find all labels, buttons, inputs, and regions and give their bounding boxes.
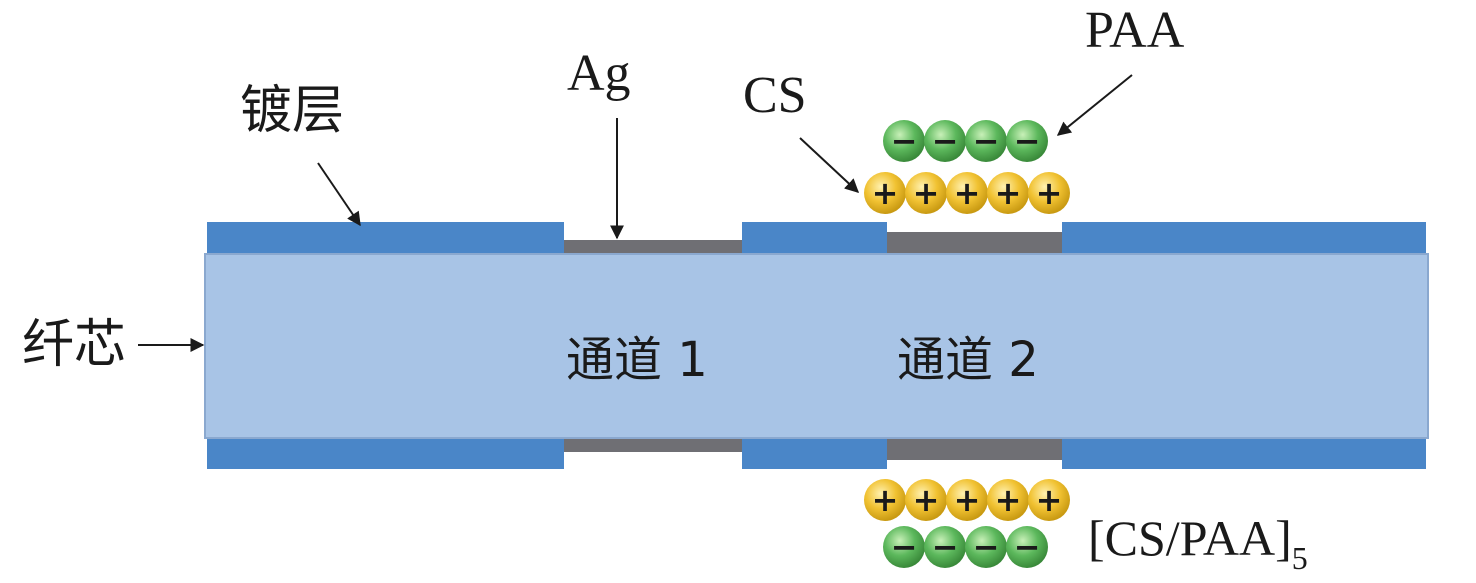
label-chitosan: CS (743, 67, 807, 124)
paa-negative-particle (883, 526, 925, 568)
cladding-bottom-middle (742, 435, 887, 469)
cs-positive-particle (946, 479, 988, 521)
cs-positive-sign: + (995, 481, 1022, 519)
cs-positive-sign: + (995, 174, 1022, 212)
cs-positive-particle (905, 479, 947, 521)
label-core: 纤芯 (22, 315, 126, 375)
arrow-paa (1056, 74, 1133, 136)
cs-positive-particle (987, 479, 1029, 521)
cladding-bottom-right (1062, 435, 1426, 469)
silver-film-top-channel-2 (887, 232, 1062, 254)
paa-negative-particle (924, 526, 966, 568)
silver-film-bottom-channel-2 (887, 438, 1062, 460)
cs-positive-particle (987, 172, 1029, 214)
paa-negative-particle (1006, 120, 1048, 162)
cs-positive-sign: + (1036, 174, 1063, 212)
cs-positive-sign: + (913, 174, 940, 212)
cladding-top-right (1062, 222, 1426, 256)
paa-negative-sign: − (1014, 528, 1041, 566)
top-particle-layer: +++++−−−− (864, 120, 1070, 214)
paa-negative-sign: − (891, 122, 918, 160)
cs-positive-sign: + (913, 481, 940, 519)
label-paa: PAA (1085, 2, 1185, 59)
paa-negative-sign: − (973, 528, 1000, 566)
label-multilayer-main: [CS/PAA] (1088, 510, 1292, 566)
label-channel-1: 通道 1 (566, 332, 708, 388)
arrow-chitosan (799, 137, 860, 193)
paa-negative-sign: − (932, 528, 959, 566)
cladding-top-middle (742, 222, 887, 256)
cs-positive-particle (1028, 172, 1070, 214)
cs-positive-sign: + (954, 481, 981, 519)
cs-positive-particle (1028, 479, 1070, 521)
paa-negative-particle (883, 120, 925, 162)
cladding-top-left (207, 222, 564, 256)
label-channel-2: 通道 2 (897, 332, 1039, 388)
paa-negative-sign: − (932, 122, 959, 160)
bottom-particle-layer: +++++−−−− (864, 479, 1070, 568)
silver-film-bottom-channel-1 (564, 438, 742, 452)
cs-positive-sign: + (954, 174, 981, 212)
silver-film-top-channel-1 (564, 240, 742, 254)
paa-negative-particle (965, 526, 1007, 568)
fiber-core (204, 253, 1429, 439)
arrow-cladding (317, 162, 361, 227)
paa-negative-sign: − (973, 122, 1000, 160)
paa-negative-particle (1006, 526, 1048, 568)
label-silver: Ag (567, 45, 631, 102)
label-cladding: 镀层 (240, 81, 344, 141)
cs-positive-particle (864, 479, 906, 521)
paa-negative-sign: − (891, 528, 918, 566)
cs-positive-sign: + (872, 481, 899, 519)
cs-positive-sign: + (1036, 481, 1063, 519)
paa-negative-particle (965, 120, 1007, 162)
paa-negative-particle (924, 120, 966, 162)
label-multilayer: [CS/PAA]5 (1088, 510, 1308, 576)
paa-negative-sign: − (1014, 122, 1041, 160)
cs-positive-sign: + (872, 174, 899, 212)
cladding-bottom-left (207, 435, 564, 469)
cs-positive-particle (905, 172, 947, 214)
cs-positive-particle (864, 172, 906, 214)
label-multilayer-subscript: 5 (1292, 540, 1308, 576)
cs-positive-particle (946, 172, 988, 214)
